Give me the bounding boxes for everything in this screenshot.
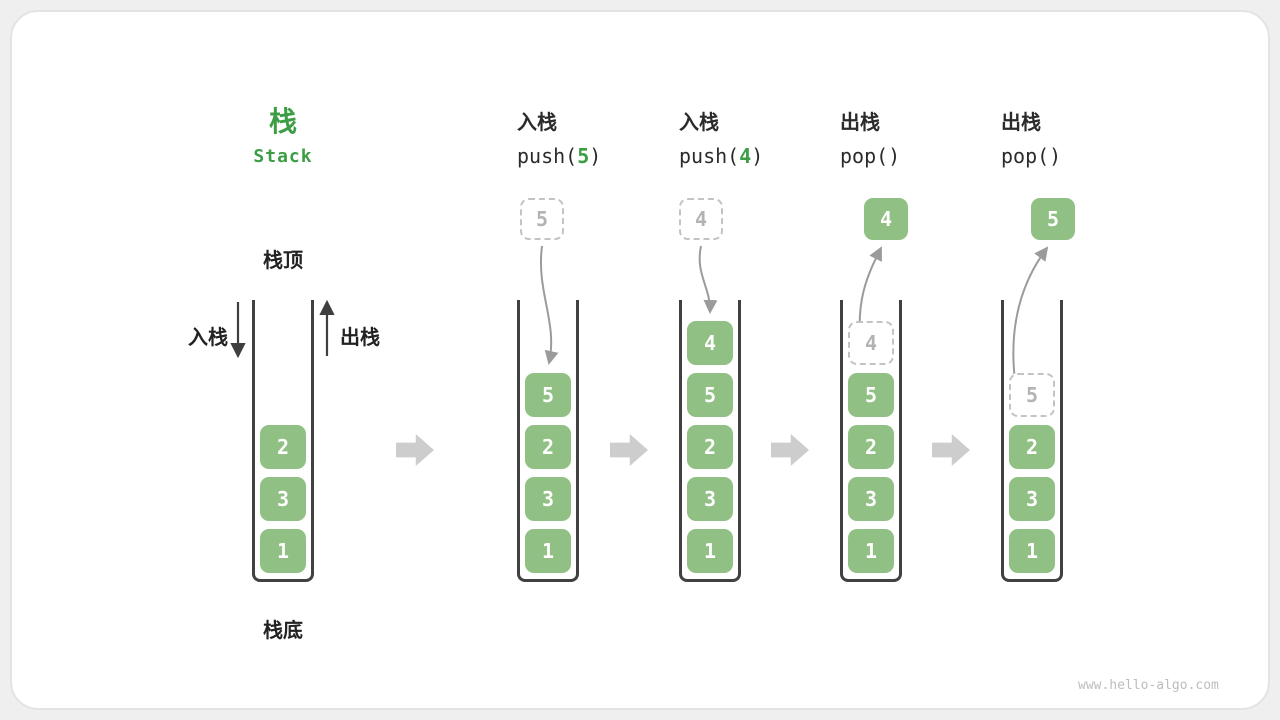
push-direction-label: 入栈 xyxy=(188,325,228,349)
stack-cell: 2 xyxy=(260,425,306,469)
operation-code: pop() xyxy=(1001,144,1061,168)
stack-cell: 1 xyxy=(260,529,306,573)
operation-name: 入栈 xyxy=(679,110,719,134)
stack-cell: 3 xyxy=(525,477,571,521)
stack-cell: 2 xyxy=(848,425,894,469)
stack-cell: 5 xyxy=(848,373,894,417)
code-post: ) xyxy=(1049,144,1062,168)
stack-cell: 2 xyxy=(1009,425,1055,469)
floating-value-box: 4 xyxy=(679,198,723,240)
code-pre: pop( xyxy=(1001,144,1050,168)
stack-bottom-label: 栈底 xyxy=(263,618,303,642)
step-header-2: 入栈 push(4) xyxy=(679,106,763,168)
code-pre: push( xyxy=(517,144,578,168)
stack-cell: 5 xyxy=(525,373,571,417)
stack-top-label: 栈顶 xyxy=(263,248,303,272)
code-arg: 4 xyxy=(739,144,752,168)
stack-cell-ghost: 4 xyxy=(848,321,894,365)
stack-cell-ghost: 5 xyxy=(1009,373,1055,417)
pop-direction-label: 出栈 xyxy=(340,325,380,349)
stack-container-1 xyxy=(517,300,579,582)
code-pre: pop( xyxy=(840,144,889,168)
stack-container-2 xyxy=(679,300,741,582)
stack-cell: 3 xyxy=(687,477,733,521)
operation-code: pop() xyxy=(840,144,900,168)
stack-cell: 1 xyxy=(848,529,894,573)
operation-code: push(4) xyxy=(679,144,763,168)
step-header-1: 入栈 push(5) xyxy=(517,106,601,168)
stack-cell: 4 xyxy=(687,321,733,365)
stack-cell: 5 xyxy=(687,373,733,417)
stack-cell: 2 xyxy=(687,425,733,469)
code-post: ) xyxy=(751,144,764,168)
stack-container-0 xyxy=(252,300,314,582)
code-pre: push( xyxy=(679,144,740,168)
figure-title-en: Stack xyxy=(253,146,313,167)
operation-name: 出栈 xyxy=(1001,110,1041,134)
watermark: www.hello-algo.com xyxy=(1078,678,1219,693)
stack-cell: 3 xyxy=(260,477,306,521)
operation-name: 出栈 xyxy=(840,110,880,134)
stack-container-4 xyxy=(1001,300,1063,582)
figure-title-zh: 栈 xyxy=(268,105,297,138)
stack-cell: 3 xyxy=(848,477,894,521)
floating-value-box: 5 xyxy=(1031,198,1075,240)
stack-cell: 1 xyxy=(1009,529,1055,573)
stack-cell: 3 xyxy=(1009,477,1055,521)
floating-value-box: 4 xyxy=(864,198,908,240)
floating-value-box: 5 xyxy=(520,198,564,240)
operation-code: push(5) xyxy=(517,144,601,168)
code-post: ) xyxy=(888,144,901,168)
code-arg: 5 xyxy=(577,144,590,168)
stack-cell: 1 xyxy=(687,529,733,573)
step-header-4: 出栈 pop() xyxy=(1001,106,1061,168)
operation-name: 入栈 xyxy=(517,110,557,134)
code-post: ) xyxy=(589,144,602,168)
stack-cell: 2 xyxy=(525,425,571,469)
step-header-3: 出栈 pop() xyxy=(840,106,900,168)
figure-card xyxy=(10,10,1270,710)
stack-container-3 xyxy=(840,300,902,582)
stack-cell: 1 xyxy=(525,529,571,573)
